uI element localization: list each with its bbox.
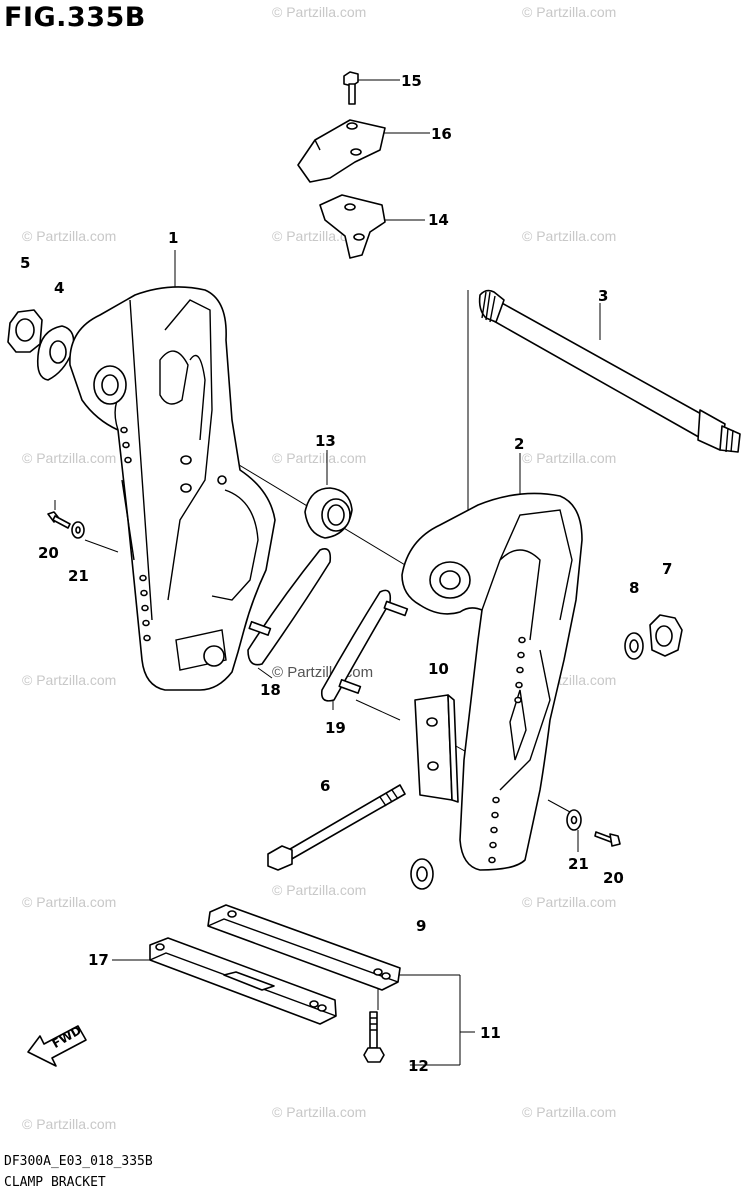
watermark: © Partzilla.com [22, 228, 117, 244]
watermark: © Partzilla.com [272, 882, 367, 898]
callout-12: 12 [408, 1057, 429, 1075]
callout-2: 2 [514, 435, 525, 453]
left-bracket-holes [120, 426, 151, 642]
part-1-left-clamp-bracket [69, 286, 276, 691]
callout-10: 10 [428, 660, 449, 678]
part-4-washer [36, 325, 75, 381]
callout-17: 17 [88, 951, 109, 969]
part-20-screw-right [594, 831, 621, 847]
callout-13: 13 [315, 432, 336, 450]
callout-9: 9 [416, 917, 427, 935]
callout-8: 8 [629, 579, 640, 597]
part-7-nut [649, 614, 683, 657]
callout-21-left: 21 [68, 567, 89, 585]
part-10-plate [414, 694, 459, 803]
watermark: © Partzilla.com [522, 4, 617, 20]
part-3-tilt-shaft [478, 289, 741, 453]
callout-3: 3 [598, 287, 609, 305]
part-17-plate [149, 937, 337, 1025]
callout-5: 5 [20, 254, 31, 272]
callout-4: 4 [54, 279, 65, 297]
part-16-plate [297, 119, 386, 183]
part-18-lever [247, 548, 332, 666]
callout-15: 15 [401, 72, 422, 90]
watermark: © Partzilla.com [272, 1104, 367, 1120]
watermark: © Partzilla.com [22, 1116, 117, 1132]
figure-code: DF300A_E03_018_335B [4, 1154, 153, 1169]
right-bracket-holes [488, 636, 526, 864]
watermark: © Partzilla.com [522, 228, 617, 244]
fwd-arrow-icon [27, 1025, 87, 1067]
callout-16: 16 [431, 125, 452, 143]
callout-14: 14 [428, 211, 449, 229]
part-20-screw-left [47, 511, 71, 529]
part-13-bushing [304, 487, 353, 539]
part-9-washer [410, 858, 434, 890]
watermark: © Partzilla.com [22, 672, 117, 688]
part-19-lever [320, 589, 409, 702]
watermark: © Partzilla.com [22, 450, 117, 466]
callout-20-right: 20 [603, 869, 624, 887]
part-12-bolt [363, 1011, 385, 1063]
figure-name: CLAMP BRACKET [4, 1175, 106, 1190]
callout-18: 18 [260, 681, 281, 699]
callout-1: 1 [168, 229, 179, 247]
watermark: © Partzilla.com [272, 4, 367, 20]
part-6-bolt [267, 784, 406, 871]
callout-19: 19 [325, 719, 346, 737]
part-8-washer [624, 632, 644, 660]
watermark: © Partzilla.com [272, 450, 367, 466]
callout-11: 11 [480, 1024, 501, 1042]
part-11-plate [207, 904, 401, 991]
callout-6: 6 [320, 777, 331, 795]
part-2-right-clamp-bracket [401, 492, 583, 871]
watermark: © Partzilla.com [22, 894, 117, 910]
part-15-bolt [343, 71, 359, 105]
callout-7: 7 [662, 560, 673, 578]
part-14-bracket [319, 194, 386, 259]
callout-21-right: 21 [568, 855, 589, 873]
watermark: © Partzilla.com [522, 450, 617, 466]
figure-title: FIG.335B [4, 2, 146, 33]
part-21-washer-left [71, 521, 85, 539]
part-21-washer-right [566, 809, 582, 831]
watermark: © Partzilla.com [522, 894, 617, 910]
callout-20-left: 20 [38, 544, 59, 562]
watermark: © Partzilla.com [522, 1104, 617, 1120]
part-5-nut [7, 309, 43, 353]
